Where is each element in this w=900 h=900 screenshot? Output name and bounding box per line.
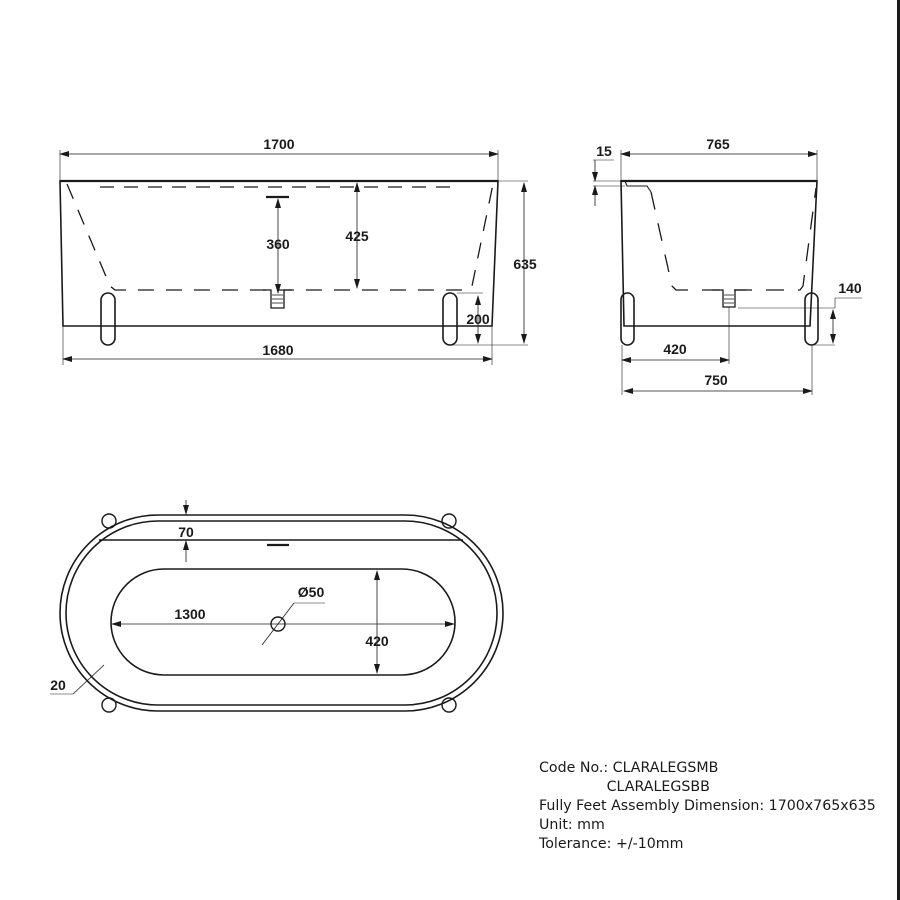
dim-lip: 15 <box>596 143 612 159</box>
tolerance: Tolerance: +/-10mm <box>539 836 684 852</box>
dim-waste-diameter: Ø50 <box>298 584 325 600</box>
dim-overflow-offset: 70 <box>178 524 194 540</box>
code-number-alt: CLARALEGSBB <box>539 779 710 795</box>
dim-inner-length: 1300 <box>174 606 205 622</box>
spec-block: Code No.: CLARALEGSMB CLARALEGSBB Fully … <box>539 759 876 854</box>
dim-rim-thickness: 20 <box>50 677 66 693</box>
dim-base-length: 1680 <box>262 342 293 358</box>
dim-overall-width: 765 <box>706 136 730 152</box>
dim-overall-length: 1700 <box>263 136 294 152</box>
page-border <box>897 0 900 900</box>
front-view <box>59 150 528 365</box>
dim-waste-offset: 420 <box>663 341 687 357</box>
code-number: Code No.: CLARALEGSMB <box>539 760 719 776</box>
dim-overflow-to-waste: 360 <box>266 236 290 252</box>
dim-inner-width: 420 <box>365 633 389 649</box>
dim-foot-height: 200 <box>466 311 490 327</box>
dim-base-width: 750 <box>704 372 728 388</box>
side-view <box>592 150 862 395</box>
dim-waste-height: 140 <box>838 280 862 296</box>
plan-view <box>50 500 504 713</box>
assembly-dimension: Fully Feet Assembly Dimension: 1700x765x… <box>539 798 876 814</box>
unit: Unit: mm <box>539 817 605 833</box>
dim-inner-depth: 425 <box>345 228 369 244</box>
dim-overall-height: 635 <box>513 256 537 272</box>
